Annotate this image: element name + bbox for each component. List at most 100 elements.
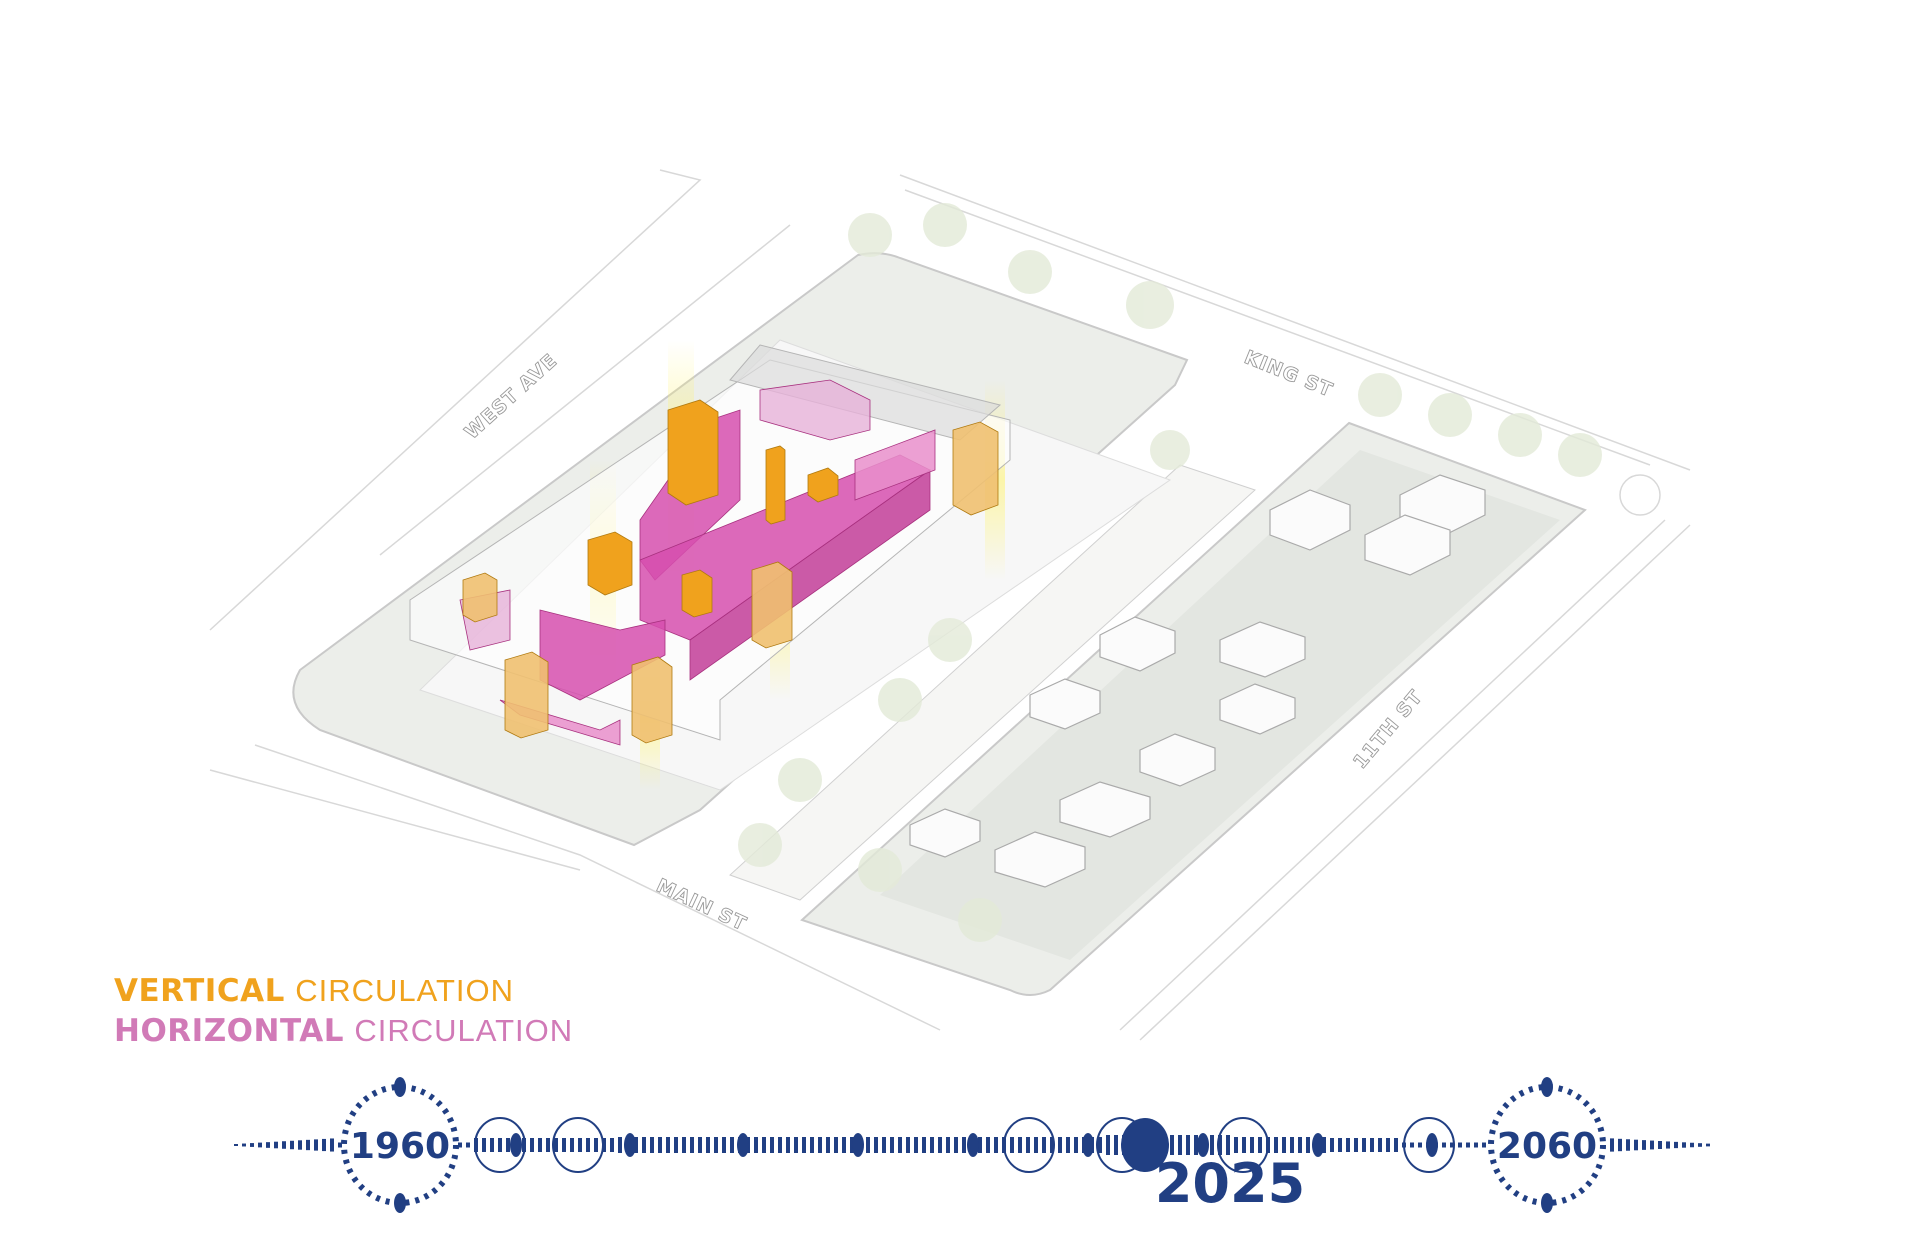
- timeline-tick: [1170, 1135, 1174, 1155]
- timeline-tick: [498, 1138, 502, 1152]
- timeline-tick: [906, 1137, 910, 1153]
- timeline-event-circle: [1217, 1117, 1269, 1173]
- timeline-tick: [826, 1137, 830, 1153]
- timeline-tick: [274, 1141, 278, 1149]
- timeline-year-marker: [967, 1133, 979, 1157]
- timeline-tick: [1698, 1143, 1702, 1147]
- timeline-year-marker: [852, 1133, 864, 1157]
- timeline-tick: [650, 1137, 654, 1153]
- timeline-end-year[interactable]: 2060: [1497, 1126, 1597, 1167]
- street-label-main-st: MAIN ST: [653, 875, 750, 936]
- timeline-tick: [554, 1138, 558, 1152]
- timeline-tick: [962, 1137, 966, 1153]
- timeline-tick: [1066, 1137, 1070, 1153]
- street-lines: [209, 169, 1691, 1041]
- timeline-tick: [754, 1137, 758, 1153]
- timeline-tick: [1226, 1135, 1230, 1155]
- timeline-year-marker: [1197, 1133, 1209, 1157]
- timeline-tick: [1658, 1141, 1662, 1149]
- timeline-tick: [1378, 1138, 1382, 1152]
- timeline-tick: [1194, 1135, 1198, 1155]
- timeline-tick: [674, 1137, 678, 1153]
- timeline-tick: [682, 1137, 686, 1153]
- timeline-tick: [578, 1138, 582, 1152]
- timeline-current-year: 2025: [1155, 1152, 1305, 1215]
- trees: [738, 203, 1602, 942]
- timeline-tick: [618, 1137, 622, 1153]
- timeline-tick: [298, 1140, 302, 1150]
- timeline-current-marker: [1121, 1118, 1169, 1172]
- timeline-tick: [338, 1142, 342, 1148]
- legend-horizontal-bold: HORIZONTAL: [114, 1013, 344, 1049]
- timeline-tick: [1442, 1142, 1446, 1148]
- street-label-west-ave: WEST AVE: [461, 350, 562, 444]
- timeline-tick: [530, 1138, 534, 1152]
- timeline-tick: [1610, 1138, 1614, 1152]
- timeline-tick: [1298, 1137, 1302, 1153]
- timeline-tick: [250, 1143, 254, 1147]
- timeline-tick: [482, 1138, 486, 1152]
- timeline-event-circle: [1003, 1117, 1055, 1173]
- timeline[interactable]: [234, 1077, 1710, 1213]
- parking-strip: [729, 464, 1256, 901]
- timeline-tick: [898, 1137, 902, 1153]
- timeline-tick: [698, 1137, 702, 1153]
- timeline-tick: [490, 1138, 494, 1152]
- timeline-tick: [802, 1137, 806, 1153]
- timeline-year-marker: [1082, 1133, 1094, 1157]
- timeline-tick: [930, 1137, 934, 1153]
- timeline-endpoint-ring: [1488, 1084, 1606, 1206]
- timeline-tick: [1058, 1137, 1062, 1153]
- timeline-tick: [594, 1138, 598, 1152]
- timeline-tick: [1642, 1140, 1646, 1150]
- timeline-tick: [314, 1139, 318, 1151]
- timeline-tick: [1706, 1143, 1710, 1147]
- timeline-tick: [1218, 1135, 1222, 1155]
- timeline-tick: [1482, 1142, 1486, 1148]
- timeline-tick: [1466, 1142, 1470, 1148]
- timeline-tick: [1458, 1142, 1462, 1148]
- timeline-tick: [306, 1139, 310, 1151]
- legend-vertical-light: CIRCULATION: [295, 973, 515, 1008]
- legend-vertical-bold: VERTICAL: [114, 973, 285, 1009]
- timeline-event-circle: [552, 1117, 604, 1173]
- timeline-tick: [290, 1140, 294, 1150]
- timeline-tick: [1274, 1137, 1278, 1153]
- timeline-year-marker: [737, 1133, 749, 1157]
- timeline-tick: [938, 1137, 942, 1153]
- timeline-tick: [722, 1137, 726, 1153]
- timeline-tick: [1418, 1142, 1422, 1148]
- timeline-tick: [1258, 1137, 1262, 1153]
- timeline-tick: [1370, 1138, 1374, 1152]
- timeline-tick: [266, 1142, 270, 1148]
- timeline-tick: [1338, 1138, 1342, 1152]
- houses: [909, 474, 1486, 888]
- timeline-tick: [810, 1137, 814, 1153]
- timeline-tick: [1106, 1135, 1110, 1155]
- timeline-tick: [1026, 1137, 1030, 1153]
- timeline-tick: [770, 1137, 774, 1153]
- timeline-tick: [794, 1137, 798, 1153]
- legend-horizontal-light: CIRCULATION: [354, 1013, 574, 1048]
- timeline-tick: [1042, 1137, 1046, 1153]
- timeline-tick: [978, 1137, 982, 1153]
- timeline-tick: [666, 1137, 670, 1153]
- timeline-tick: [586, 1138, 590, 1152]
- timeline-tick: [1178, 1135, 1182, 1155]
- timeline-tick: [234, 1144, 238, 1146]
- timeline-tick: [1474, 1142, 1478, 1148]
- timeline-tick: [834, 1137, 838, 1153]
- timeline-tick: [786, 1137, 790, 1153]
- timeline-tick: [1666, 1141, 1670, 1149]
- timeline-endpoint-marker: [1541, 1193, 1553, 1213]
- timeline-tick: [506, 1138, 510, 1152]
- timeline-tick: [874, 1137, 878, 1153]
- timeline-tick: [1282, 1137, 1286, 1153]
- timeline-tick: [946, 1137, 950, 1153]
- timeline-tick: [1682, 1142, 1686, 1148]
- timeline-tick: [994, 1137, 998, 1153]
- timeline-tick: [1634, 1139, 1638, 1151]
- timeline-endpoint-ring: [341, 1084, 459, 1206]
- timeline-start-year[interactable]: 1960: [350, 1126, 450, 1167]
- timeline-tick: [762, 1137, 766, 1153]
